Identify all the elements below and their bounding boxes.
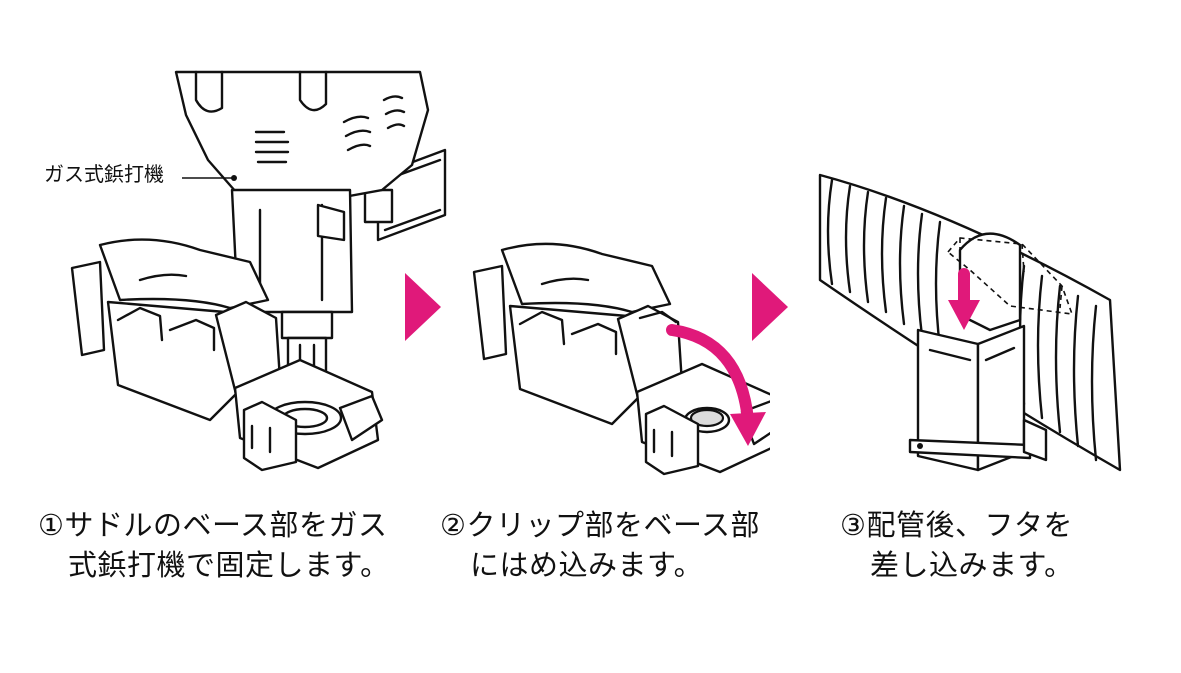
step-1-caption-line-2: 式鋲打機で固定します。: [68, 548, 390, 582]
step-1-caption: ①サドルのベース部をガス 式鋲打機で固定します。: [38, 505, 390, 585]
pipe-and-cover-illustration: [818, 173, 1122, 472]
step-2-caption-line-2: にはめ込みます。: [470, 548, 704, 582]
step-1-panel: ガス式鋲打機 ①サドルのベース部をガス 式鋲打機で固定します。: [0, 0, 447, 673]
step-2-caption-line-1: ②クリップ部をベース部: [440, 508, 761, 542]
step-2-caption: ②クリップ部をベース部 にはめ込みます。: [440, 505, 760, 585]
step-1-caption-line-1: ①サドルのベース部をガス: [38, 508, 388, 542]
step-3-caption-line-1: ③配管後、フタを: [840, 508, 1073, 542]
curved-arrow-icon: [666, 324, 754, 426]
step-3-caption-line-2: 差し込みます。: [870, 548, 1074, 582]
nail-gun-and-base-illustration: [70, 70, 447, 472]
step-2-panel: ②クリップ部をベース部 にはめ込みます。: [440, 0, 770, 673]
nail-gun-label: ガス式鋲打機: [42, 162, 166, 186]
step-3-panel: ③配管後、フタを 差し込みます。: [810, 0, 1181, 673]
play-arrow-icon: [405, 273, 441, 341]
step-3-caption: ③配管後、フタを 差し込みます。: [840, 505, 1074, 585]
play-arrow-icon: [752, 273, 788, 341]
clip-into-base-illustration: [472, 242, 770, 476]
